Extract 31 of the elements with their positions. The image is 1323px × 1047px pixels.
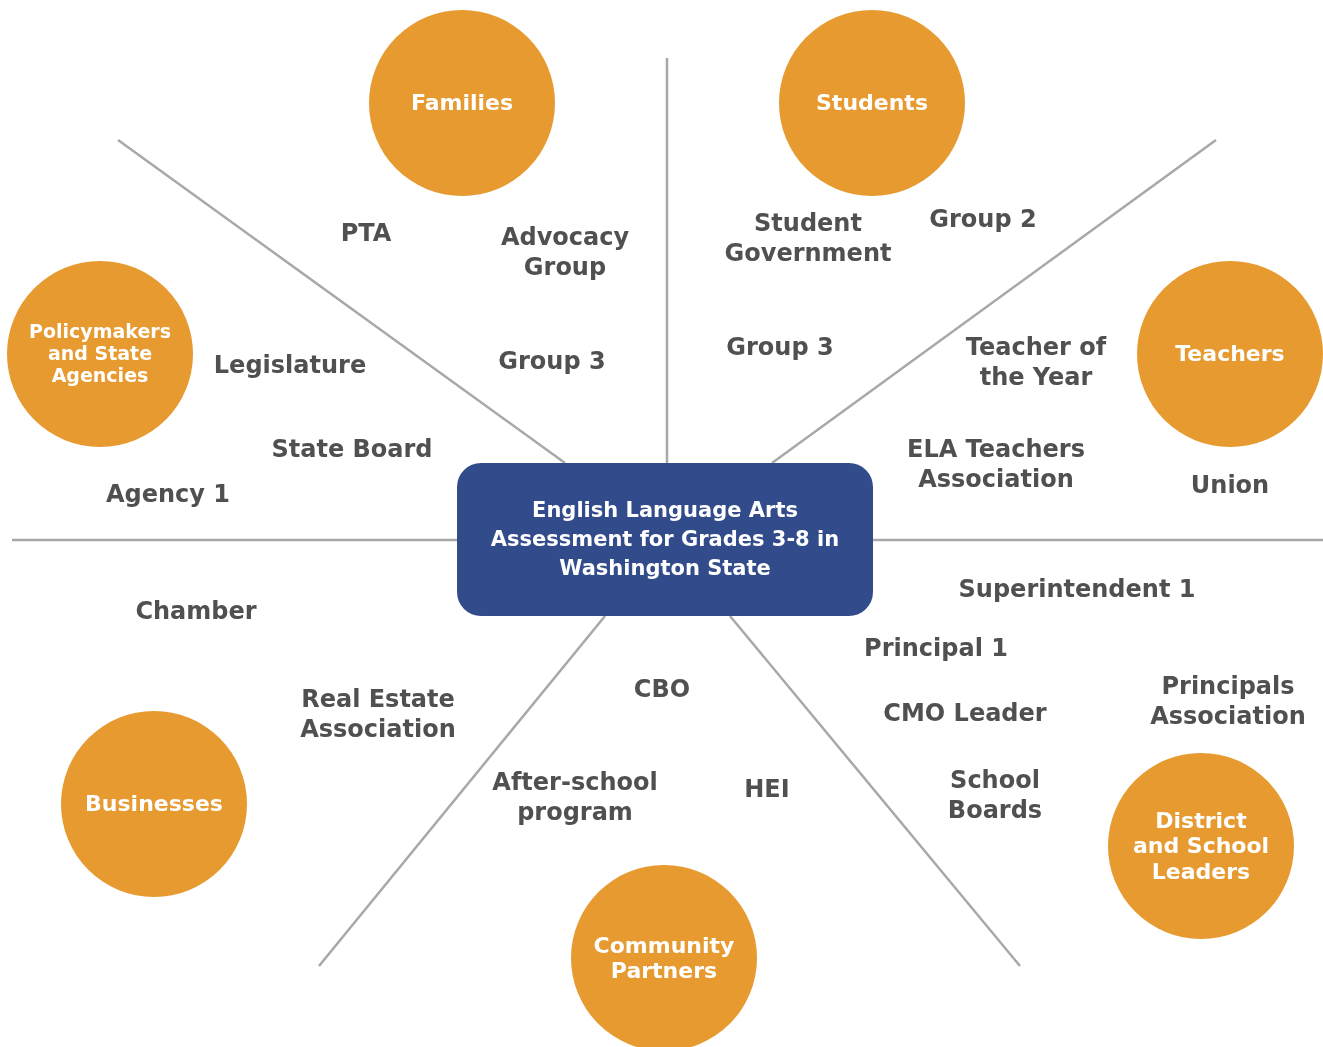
stakeholder-label: Union <box>1189 470 1271 500</box>
stakeholder-label: ELA Teachers Association <box>906 434 1086 494</box>
stakeholder-label: HEI <box>743 774 791 804</box>
stakeholder-label: Superintendent 1 <box>957 574 1197 604</box>
circle-label: Policymakers and State Agencies <box>28 321 172 387</box>
circle-label: Students <box>815 90 929 116</box>
stakeholder-label: Student Government <box>723 208 893 268</box>
stakeholder-label: Principal 1 <box>863 633 1009 663</box>
stakeholder-label: PTA <box>339 218 393 248</box>
stakeholder-label: CBO <box>632 674 692 704</box>
stakeholder-label: Group 2 <box>928 204 1038 234</box>
stakeholder-label: Group 3 <box>725 332 835 362</box>
stakeholder-label: Group 3 <box>497 346 607 376</box>
stakeholder-label: Teacher of the Year <box>964 332 1108 392</box>
stakeholder-label: CMO Leader <box>882 698 1048 728</box>
stakeholder-label: Principals Association <box>1149 671 1307 731</box>
center-box <box>457 463 873 616</box>
circle-label: Businesses <box>84 791 224 817</box>
stakeholder-label: Chamber <box>134 596 258 626</box>
circle-label: Community Partners <box>592 932 736 984</box>
stakeholder-label: School Boards <box>946 765 1044 825</box>
stakeholder-label: Real Estate Association <box>299 684 457 744</box>
circle-label: Families <box>409 90 515 116</box>
stakeholder-label: After-school program <box>491 767 659 827</box>
circle-label: District and School Leaders <box>1131 808 1271 884</box>
stakeholder-label: State Board <box>270 434 434 464</box>
stakeholder-label: Agency 1 <box>104 479 231 509</box>
stakeholder-label: Legislature <box>212 350 368 380</box>
stakeholder-label: Advocacy Group <box>499 222 631 282</box>
center-title: English Language Arts Assessment for Grades 3-8 in Washington State <box>489 497 841 582</box>
circle-label: Teachers <box>1174 341 1286 367</box>
